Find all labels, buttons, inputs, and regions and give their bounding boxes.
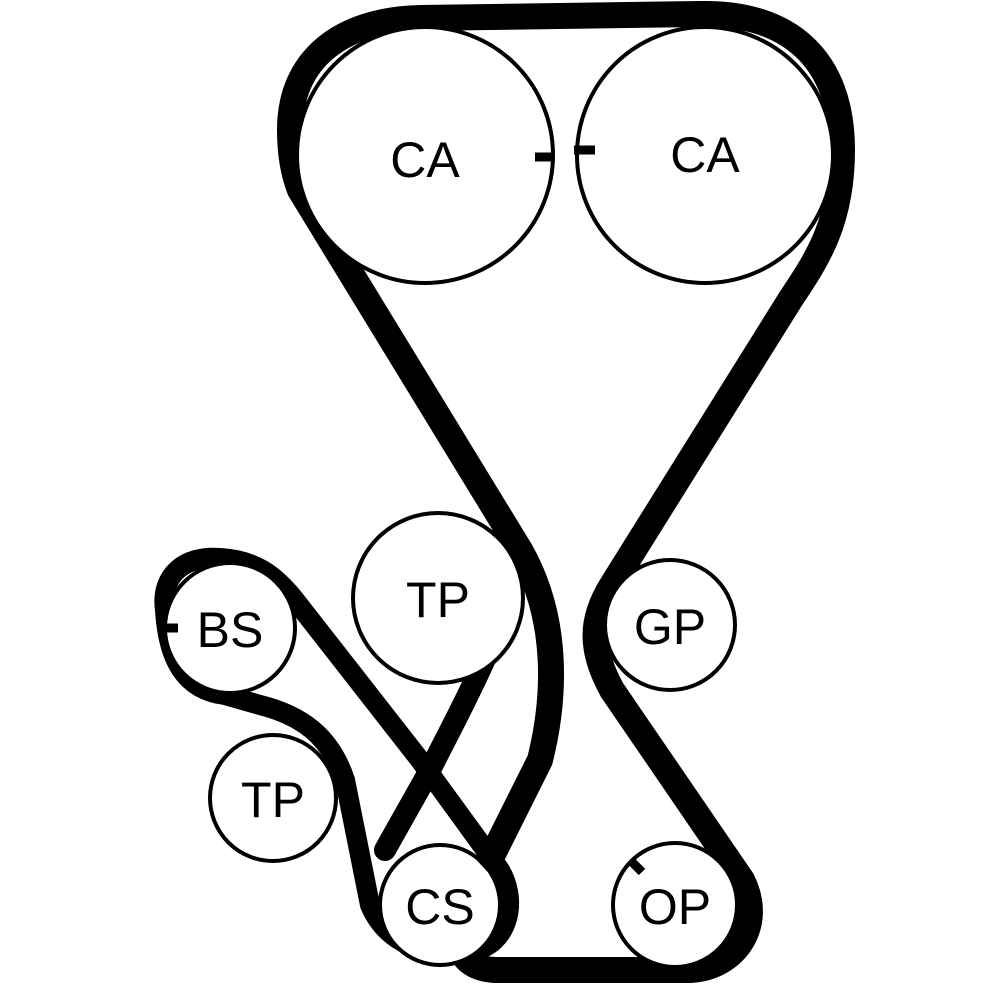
- tensioner-pulley-small: TP: [208, 733, 338, 863]
- tensioner-pulley-main: TP: [351, 511, 525, 685]
- camshaft-pulley-right-label: CA: [670, 127, 740, 183]
- camshaft-pulley-left-label: CA: [390, 132, 460, 188]
- tensioner-pulley-small-label: TP: [241, 772, 305, 828]
- balance-shaft-pulley: BS: [163, 561, 297, 695]
- crankshaft-pulley-circle: [378, 843, 502, 967]
- tensioner-pulley-small-circle: [208, 733, 338, 863]
- camshaft-pulley-right-circle: [575, 25, 835, 285]
- crankshaft-pulley-label: CS: [405, 879, 474, 935]
- camshaft-pulley-right: CA: [575, 25, 835, 285]
- timing-mark-oil-pump: [626, 856, 646, 876]
- oil-pump-pulley: OP: [611, 841, 739, 969]
- idler-pulley-gp: GP: [603, 558, 737, 692]
- crankshaft-pulley: CS: [378, 843, 502, 967]
- timing-mark-crankshaft: [474, 851, 494, 872]
- camshaft-pulley-left: CA: [295, 25, 555, 285]
- oil-pump-pulley-label: OP: [639, 879, 711, 935]
- idler-pulley-gp-label: GP: [634, 599, 706, 655]
- camshaft-pulley-left-circle: [295, 25, 555, 285]
- tensioner-pulley-main-label: TP: [406, 572, 470, 628]
- idler-pulley-gp-circle: [603, 558, 737, 692]
- balance-shaft-pulley-label: BS: [197, 602, 264, 658]
- oil-pump-pulley-circle: [611, 841, 739, 969]
- tensioner-pulley-main-circle: [351, 511, 525, 685]
- main-timing-belt: [277, 0, 855, 983]
